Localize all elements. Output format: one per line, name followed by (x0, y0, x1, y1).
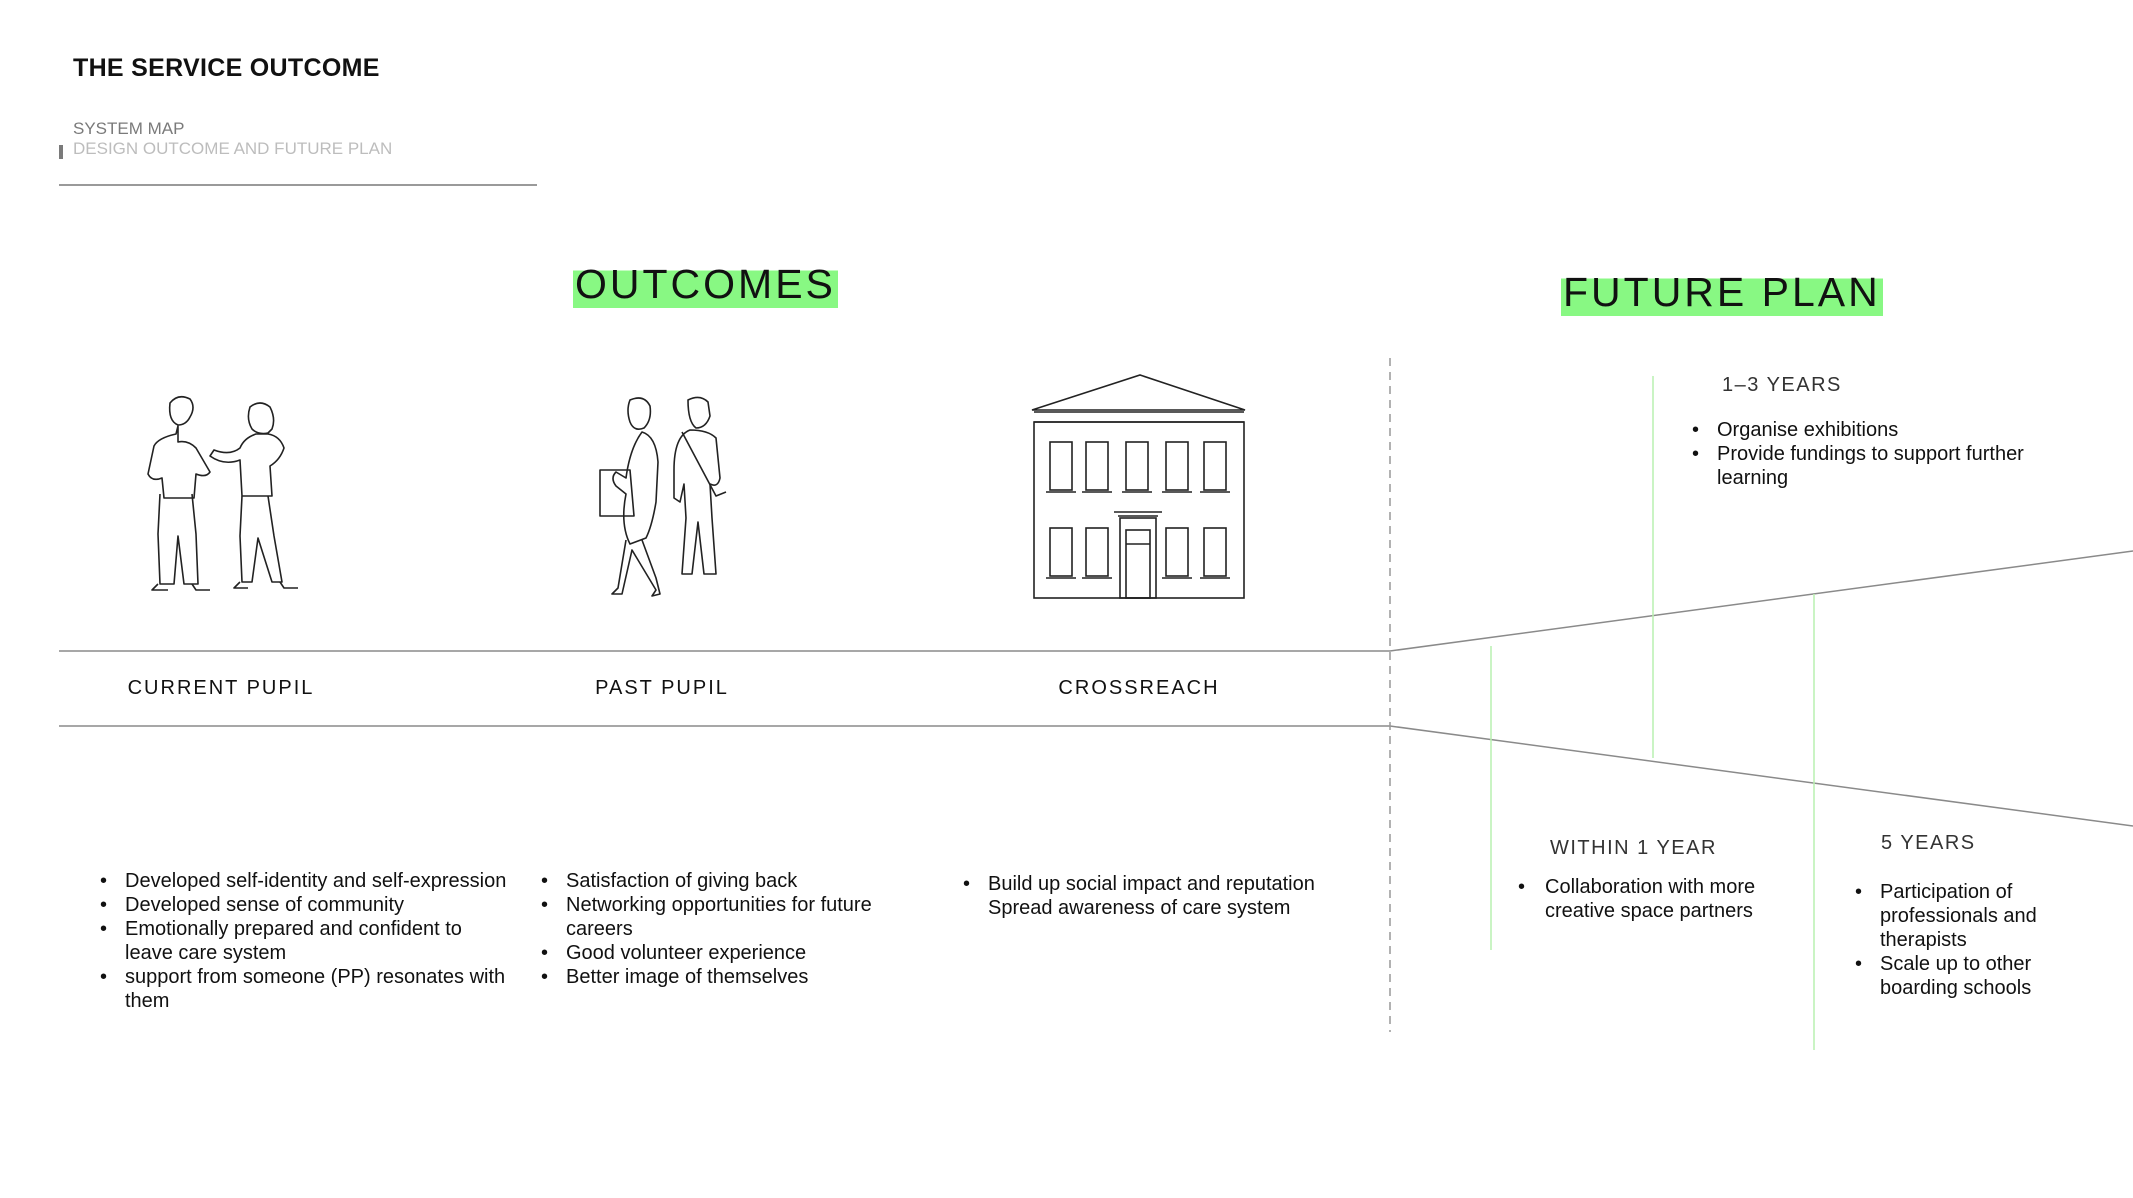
breadcrumb-design-outcome[interactable]: DESIGN OUTCOME AND FUTURE PLAN (73, 139, 393, 158)
list-item: Organise exhibitions (1692, 418, 2092, 442)
list-item: Satisfaction of giving back (541, 869, 941, 893)
phase-items-within-1-year: Collaboration with more creative space p… (1518, 875, 1798, 923)
list-item: Spread awareness of care system (988, 897, 1291, 919)
past-pupil-outcomes: Satisfaction of giving back Networking o… (541, 869, 941, 989)
active-indicator (59, 145, 63, 159)
future-lower-line (1389, 725, 2133, 827)
label-past-pupil: PAST PUPIL (595, 677, 729, 699)
phase-title-1-3-years: 1–3 YEARS (1722, 374, 1842, 396)
list-item: Collaboration with more creative space p… (1518, 875, 1798, 923)
people-walking-illustration (599, 396, 727, 597)
future-upper-line (1389, 550, 2133, 652)
phase-items-1-3-years: Organise exhibitions Provide fundings to… (1692, 418, 2092, 490)
list-item: support from someone (PP) resonates with… (100, 965, 510, 1013)
list-item: Networking opportunities for future care… (541, 893, 941, 941)
list-item: Emotionally prepared and confident to le… (100, 917, 510, 965)
windows-lower (1046, 527, 1230, 579)
label-current-pupil: CURRENT PUPIL (127, 677, 315, 699)
windows-upper (1046, 441, 1230, 493)
phase-items-5-years: Participation of professionals and thera… (1855, 880, 2075, 1000)
phase-title-within-1-year: WITHIN 1 YEAR (1550, 837, 1717, 859)
phase-title-5-years: 5 YEARS (1881, 832, 1976, 854)
list-item: Developed sense of community (100, 893, 510, 917)
students-talking-illustration (147, 395, 298, 591)
breadcrumb-system-map[interactable]: SYSTEM MAP (73, 119, 185, 138)
door (1114, 511, 1162, 599)
list-item: Good volunteer experience (541, 941, 941, 965)
future-plan-heading: FUTURE PLAN (1561, 268, 1883, 316)
list-item: Scale up to other boarding schools (1855, 952, 2075, 1000)
page-title: THE SERVICE OUTCOME (73, 54, 380, 82)
outcomes-heading: OUTCOMES (573, 260, 838, 308)
header-divider (59, 184, 537, 186)
label-crossreach: CROSSREACH (1058, 677, 1220, 699)
list-item: Participation of professionals and thera… (1855, 880, 2075, 952)
crossreach-outcomes: Build up social impact and reputation Sp… (963, 872, 1383, 920)
list-item: Build up social impact and reputation (963, 872, 1383, 896)
current-pupil-outcomes: Developed self-identity and self-express… (100, 869, 510, 1013)
list-item: Provide fundings to support further lear… (1692, 442, 2092, 490)
list-item: Developed self-identity and self-express… (100, 869, 510, 893)
list-item: Better image of themselves (541, 965, 941, 989)
building-illustration (1031, 374, 1246, 599)
